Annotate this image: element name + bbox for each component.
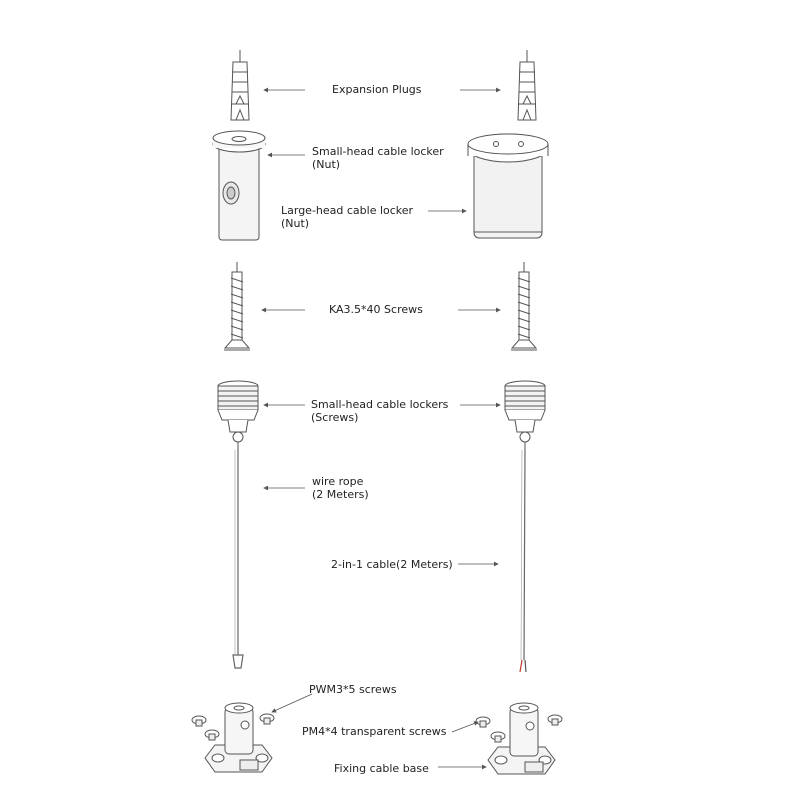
expansion-plug-right bbox=[517, 50, 537, 121]
pwm-screw-left-2 bbox=[204, 729, 220, 741]
pwm-screw-left-1 bbox=[191, 715, 207, 727]
label-fixing-base: Fixing cable base bbox=[334, 762, 429, 775]
label-small-nut-line1: Small-head cable locker bbox=[312, 145, 444, 158]
arrow-pwm bbox=[271, 693, 313, 713]
leader-arrows bbox=[261, 87, 501, 770]
small-head-nut bbox=[212, 130, 266, 241]
label-ka-screws: KA3.5*40 Screws bbox=[329, 303, 423, 316]
label-wire-rope-line1: wire rope bbox=[312, 475, 364, 488]
label-wire-rope-line2: (2 Meters) bbox=[312, 488, 369, 501]
label-pwm-screws: PWM3*5 screws bbox=[309, 683, 397, 696]
pm-screw-left bbox=[259, 713, 275, 725]
small-head-screw-right bbox=[504, 380, 546, 450]
label-2in1-cable: 2-in-1 cable(2 Meters) bbox=[331, 558, 453, 571]
pm-screw-right-1 bbox=[475, 716, 491, 728]
small-head-screw-left bbox=[217, 380, 259, 450]
fixing-cable-base-right bbox=[487, 702, 556, 775]
arrow-pm bbox=[451, 721, 479, 733]
wire-rope bbox=[232, 450, 244, 669]
label-small-screws-line2: (Screws) bbox=[311, 411, 359, 424]
ka-screw-right bbox=[510, 262, 538, 351]
label-small-nut-line2: (Nut) bbox=[312, 158, 341, 171]
expansion-plug-left bbox=[230, 50, 250, 121]
pm-screw-right-2 bbox=[490, 731, 506, 743]
label-small-screws-line1: Small-head cable lockers bbox=[311, 398, 449, 411]
label-large-nut-line2: (Nut) bbox=[281, 217, 310, 230]
large-head-nut bbox=[467, 133, 549, 239]
two-in-one-cable bbox=[519, 449, 527, 673]
fixing-cable-base-left bbox=[204, 702, 273, 773]
label-pm-screws: PM4*4 transparent screws bbox=[302, 725, 447, 738]
ka-screw-left bbox=[223, 262, 251, 351]
pm-screw-right-3 bbox=[547, 714, 563, 726]
label-expansion-plugs: Expansion Plugs bbox=[332, 83, 422, 96]
label-large-nut-line1: Large-head cable locker bbox=[281, 204, 414, 217]
